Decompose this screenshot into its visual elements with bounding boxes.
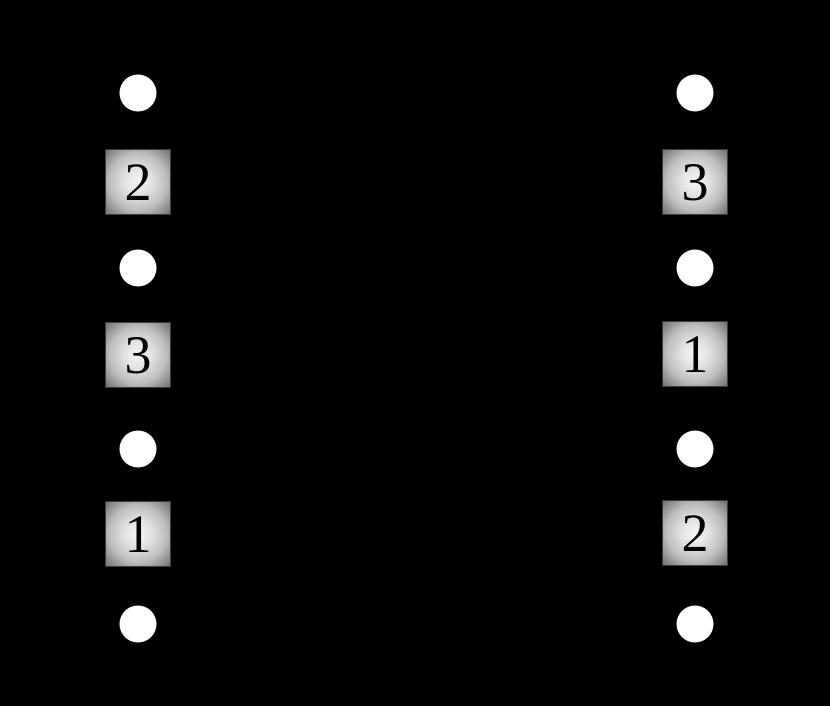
circle-node (119, 605, 157, 643)
circle-node (119, 430, 157, 468)
numbered-square-node: 3 (105, 322, 171, 388)
numbered-square-node: 2 (105, 149, 171, 215)
circle-node (676, 430, 714, 468)
circle-node (119, 249, 157, 287)
circle-node (676, 249, 714, 287)
circle-node (119, 74, 157, 112)
circle-node (676, 74, 714, 112)
numbered-square-node: 2 (662, 500, 728, 566)
numbered-square-node: 1 (662, 321, 728, 387)
numbered-square-node: 3 (662, 149, 728, 215)
numbered-square-node: 1 (105, 501, 171, 567)
circle-node (676, 605, 714, 643)
